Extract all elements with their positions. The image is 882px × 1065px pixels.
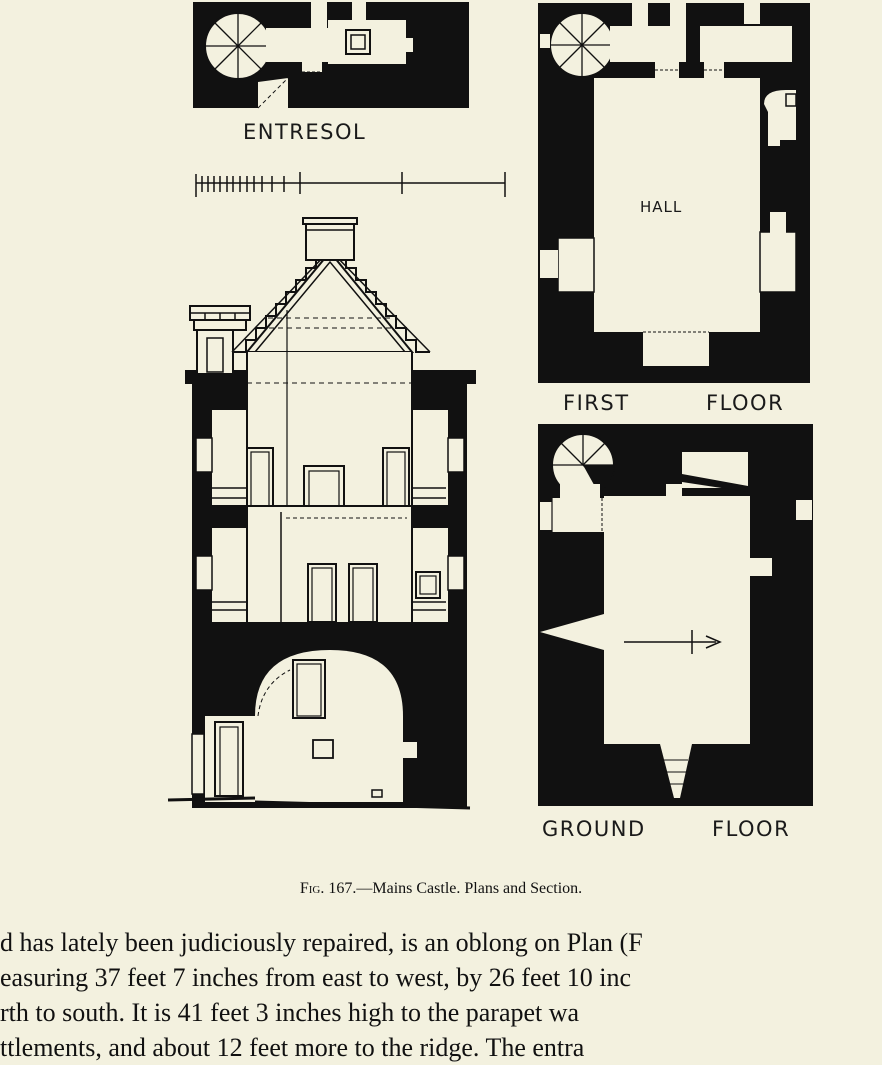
hall-label: HALL [640, 198, 682, 216]
ground-label-word1: GROUND [542, 817, 646, 841]
castle-figure: ENTRESOL [167, 2, 813, 841]
caption-text: —Mains Castle. Plans and Section. [356, 880, 583, 897]
body-line-2: easuring 37 feet 7 inches from east to w… [0, 963, 632, 992]
first-label-word2: FLOOR [706, 391, 784, 415]
body-line-3: rth to south. It is 41 feet 3 inches hig… [0, 998, 580, 1027]
first-label-word1: FIRST [563, 391, 630, 415]
body-line-4: ttlements, and about 12 feet more to the… [0, 1033, 585, 1062]
ground-label-word2: FLOOR [712, 817, 790, 841]
entresol-label: ENTRESOL [243, 120, 366, 144]
figure-caption: Fig. 167.—Mains Castle. Plans and Sectio… [0, 880, 882, 898]
figure-number: Fig. 167. [299, 880, 357, 897]
entresol-plan: ENTRESOL [193, 2, 469, 144]
ground-floor-plan: GROUND FLOOR [538, 424, 813, 841]
body-line-1: d has lately been judiciously repaired, … [0, 928, 643, 957]
section-elevation [167, 217, 476, 810]
scale-bar [195, 172, 506, 197]
first-floor-plan: HALL FIRST FLOOR [538, 2, 810, 415]
